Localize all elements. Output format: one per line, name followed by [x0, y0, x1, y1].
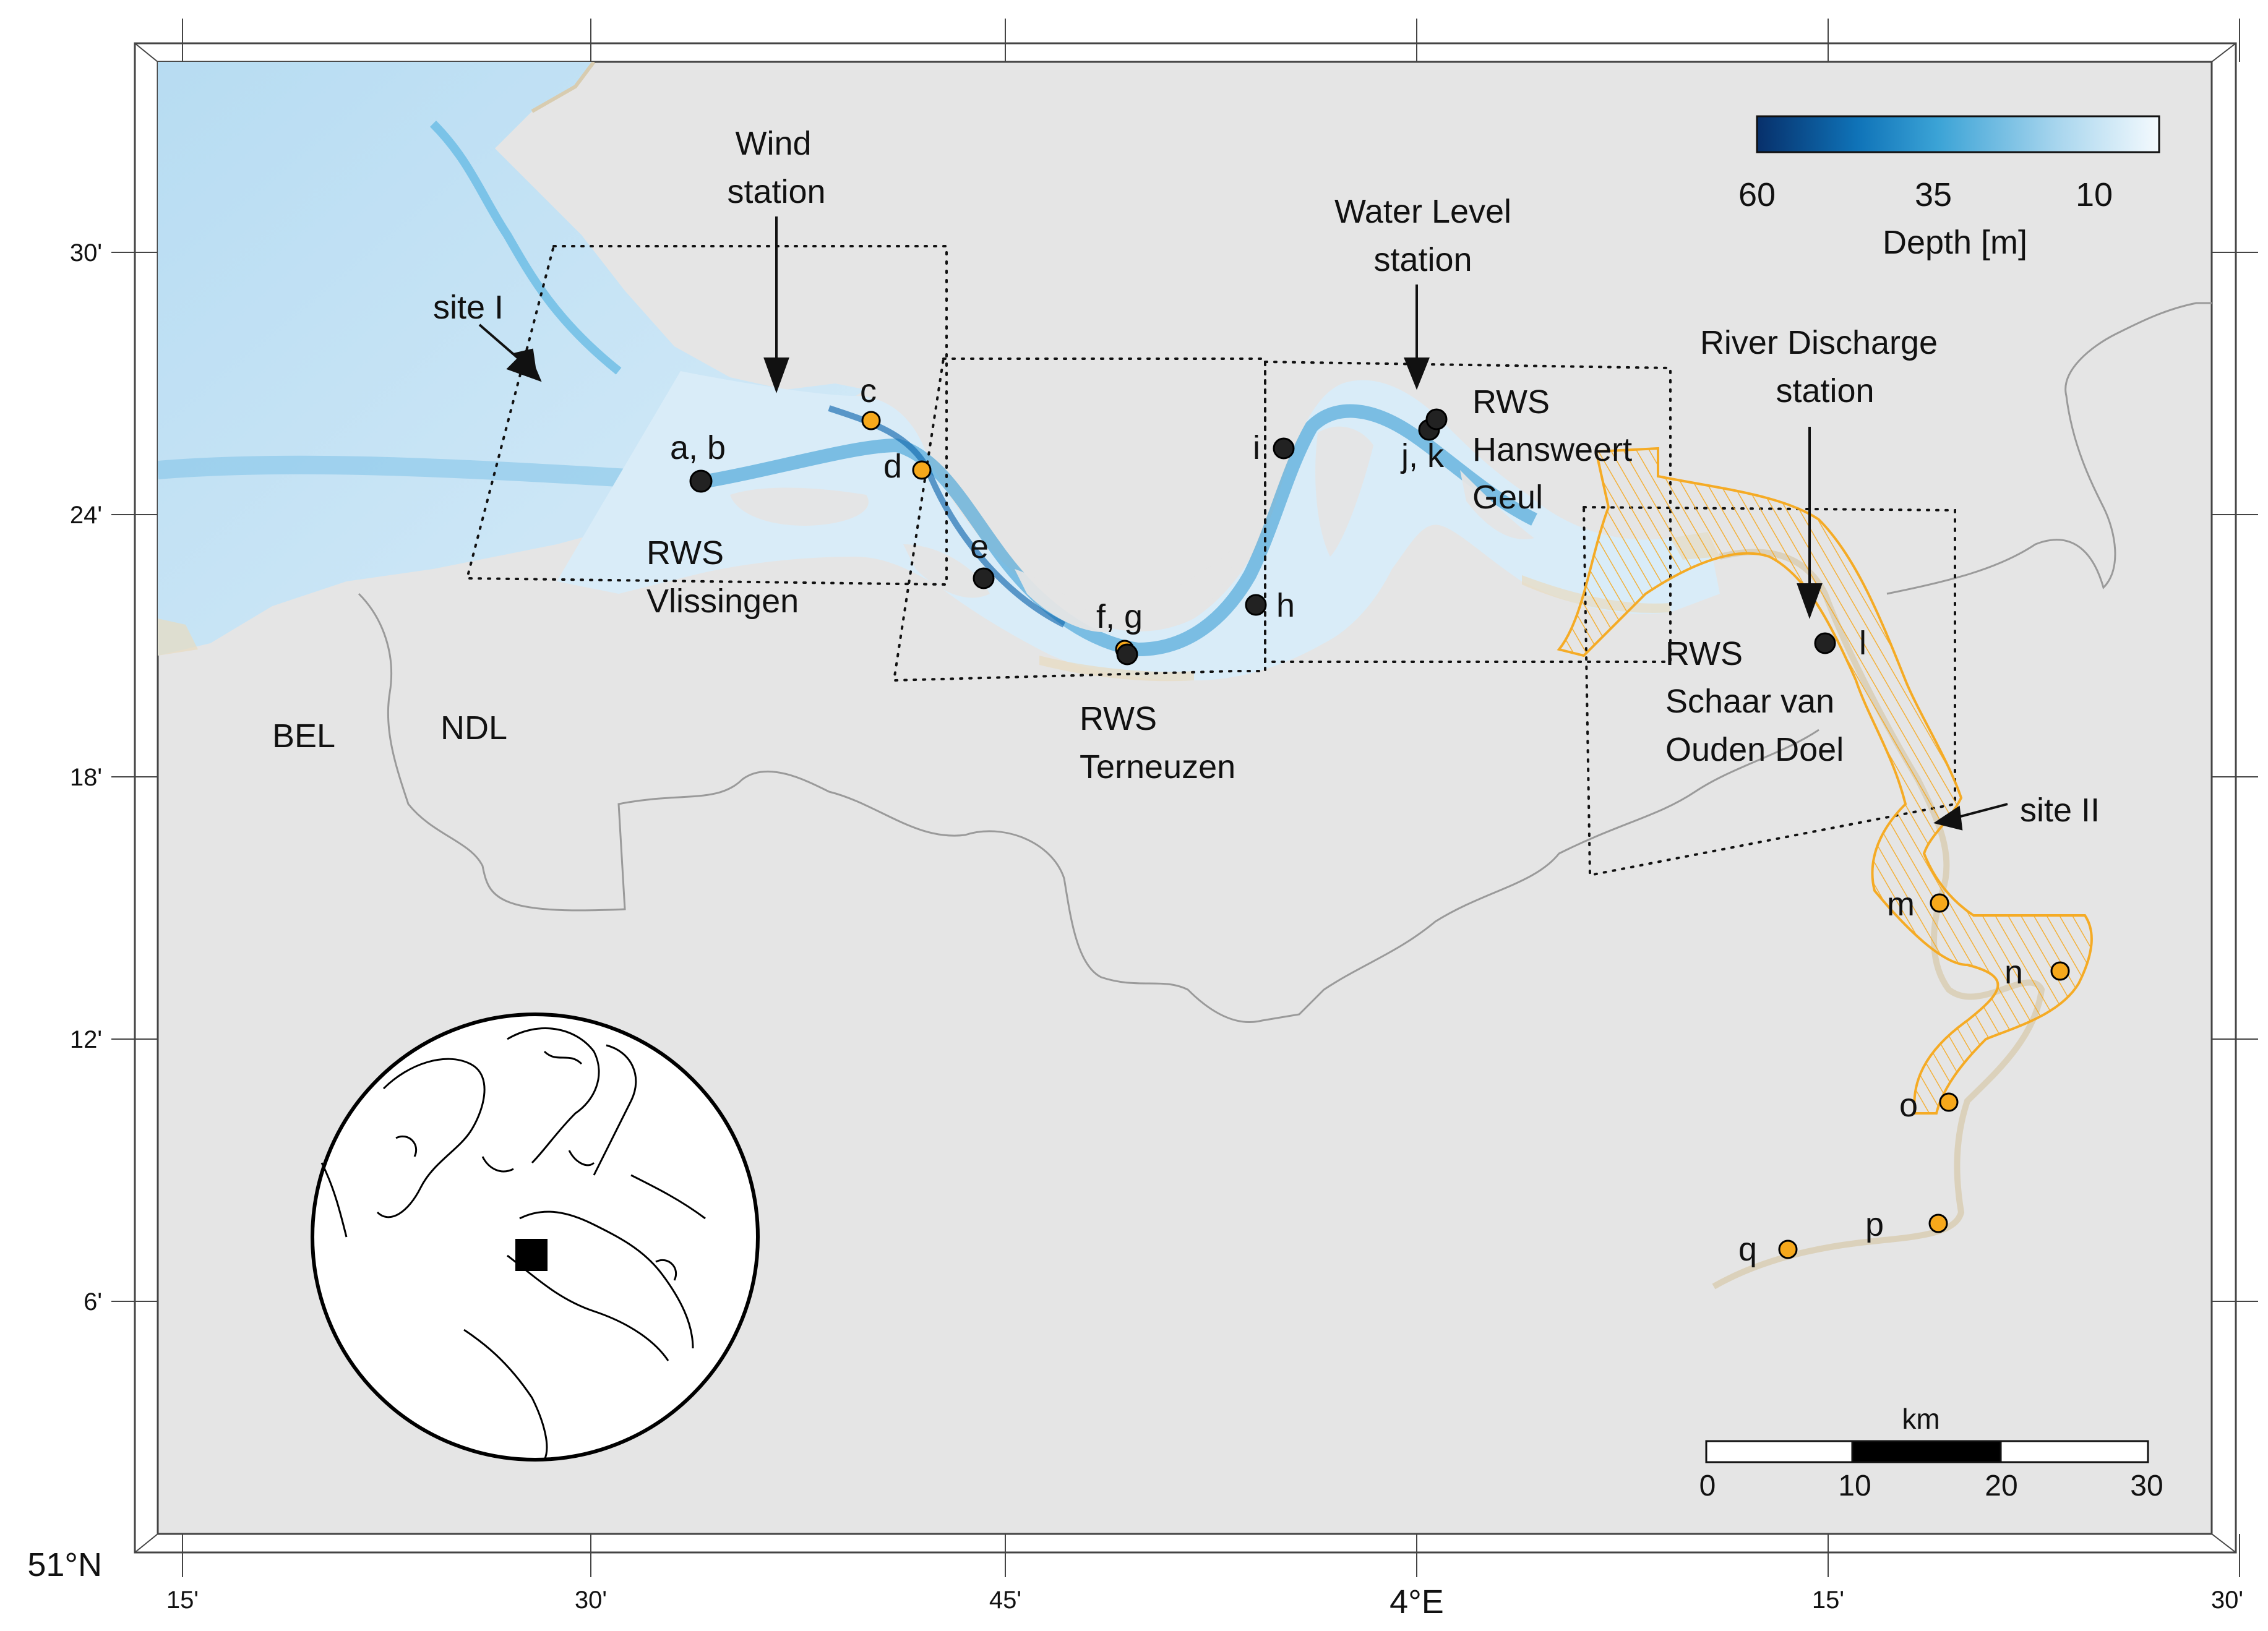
scalebar-tick-30: 30 — [2130, 1470, 2163, 1502]
lon-tick-45: 45' — [989, 1586, 1021, 1614]
site-1-label: site I — [433, 289, 504, 326]
label-q: q — [1738, 1231, 1757, 1268]
colorbar-tick-35: 35 — [1915, 176, 1952, 213]
colorbar-tick-60: 60 — [1738, 176, 1776, 213]
point-p — [1928, 1214, 1948, 1233]
label-c: c — [860, 372, 877, 409]
label-p: p — [1865, 1206, 1884, 1243]
frame-ticks — [111, 19, 2258, 1577]
rws-hansweert-1: RWS — [1472, 383, 1550, 421]
river-discharge-label-2: station — [1776, 372, 1874, 409]
country-ndl: NDL — [440, 709, 507, 747]
point-n — [2050, 961, 2070, 981]
point-h — [1245, 594, 1267, 616]
country-bel: BEL — [272, 717, 335, 755]
country-border — [358, 593, 1819, 1024]
wind-station-label-2: station — [727, 173, 825, 210]
rws-schaar-1: RWS — [1665, 635, 1743, 672]
water-level-label-2: station — [1373, 241, 1472, 278]
callout-arrows — [478, 216, 2008, 831]
point-e — [973, 567, 995, 589]
lat-tick-51n: 51°N — [27, 1546, 102, 1583]
water-level-label-1: Water Level — [1334, 193, 1511, 230]
rws-hansweert-3: Geul — [1472, 479, 1543, 516]
point-k — [1425, 408, 1448, 430]
scalebar-tick-10: 10 — [1838, 1470, 1871, 1502]
country-border-north — [1886, 302, 2212, 595]
sea-channel — [430, 121, 622, 375]
scale-bar: km 0 10 20 30 — [1699, 1403, 2163, 1502]
lat-tick-30: 30' — [70, 239, 102, 267]
point-g — [1116, 643, 1138, 666]
lat-tick-6: 6' — [84, 1288, 102, 1316]
label-d: d — [883, 448, 902, 485]
station-points — [689, 408, 2070, 1259]
point-l — [1814, 632, 1836, 654]
label-ab: a, b — [670, 429, 726, 466]
scalebar-tick-20: 20 — [1985, 1470, 2017, 1502]
label-m: m — [1887, 886, 1915, 923]
globe-inset — [311, 1012, 760, 1462]
lat-tick-18: 18' — [70, 764, 102, 791]
label-e: e — [970, 528, 989, 565]
label-i: i — [1253, 429, 1260, 466]
rws-schaar-2: Schaar van — [1665, 683, 1834, 720]
lat-tick-12: 12' — [70, 1026, 102, 1053]
rws-terneuzen-1: RWS — [1080, 700, 1157, 737]
scalebar-tick-0: 0 — [1699, 1470, 1716, 1502]
site-2-label: site II — [2020, 792, 2100, 829]
north-sea — [158, 62, 866, 656]
map-frame-outer — [134, 42, 2237, 1554]
depth-colorbar: 60 35 10 Depth [m] — [1738, 115, 2160, 261]
label-h: h — [1276, 587, 1295, 624]
point-q — [1778, 1239, 1798, 1259]
river-discharge-label-1: River Discharge — [1700, 324, 1938, 361]
scalebar-unit: km — [1902, 1403, 1939, 1435]
wind-station-label-1: Wind — [735, 125, 811, 162]
lon-tick-30a: 30' — [575, 1586, 607, 1614]
lat-tick-24: 24' — [70, 502, 102, 529]
subdomain-boxes — [465, 245, 1956, 877]
lon-tick-30b: 30' — [2211, 1586, 2243, 1614]
point-c — [861, 411, 881, 430]
study-area-marker — [515, 1239, 548, 1271]
point-o — [1939, 1092, 1959, 1112]
label-n: n — [2004, 954, 2023, 991]
rws-terneuzen-2: Terneuzen — [1080, 748, 1235, 786]
label-fg: f, g — [1096, 598, 1143, 635]
lon-tick-15b: 15' — [1812, 1586, 1844, 1614]
rws-hansweert-2: Hansweert — [1472, 431, 1632, 468]
rws-schaar-3: Ouden Doel — [1665, 731, 1844, 768]
point-ab — [689, 469, 713, 493]
sandbanks — [730, 426, 1534, 632]
colorbar-title: Depth [m] — [1883, 224, 2027, 261]
point-m — [1930, 893, 1949, 913]
label-o: o — [1899, 1087, 1918, 1124]
lon-tick-4e: 4°E — [1390, 1583, 1444, 1620]
point-d — [912, 460, 932, 480]
rws-vlissingen-2: Vlissingen — [646, 583, 799, 620]
rws-vlissingen-1: RWS — [646, 534, 724, 571]
label-jk: j, k — [1400, 437, 1445, 474]
lon-tick-15a: 15' — [166, 1586, 199, 1614]
colorbar-tick-10: 10 — [2076, 176, 2113, 213]
label-l: l — [1859, 625, 1866, 662]
point-i — [1273, 437, 1295, 460]
